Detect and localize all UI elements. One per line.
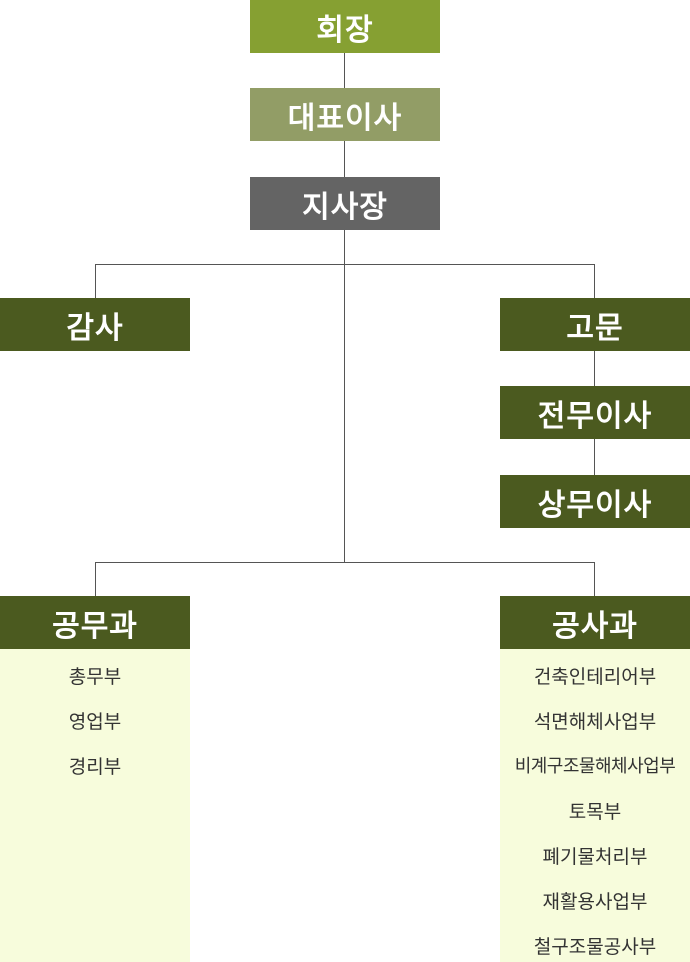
- advisor-box: 고문: [500, 298, 690, 351]
- dept-item: 토목부: [568, 801, 622, 823]
- public-affairs-box: 공무과: [0, 596, 190, 649]
- connector-upper-horizontal: [95, 264, 595, 265]
- connector-chairman-ceo: [344, 53, 345, 88]
- connector-ceo-branch: [344, 141, 345, 177]
- dept-item: 영업부: [68, 711, 122, 733]
- connector-lower-horizontal: [95, 562, 595, 563]
- connector-to-advisor: [594, 264, 595, 298]
- dept-item: 재활용사업부: [542, 891, 648, 913]
- managing-director-box: 전무이사: [500, 386, 690, 439]
- connector-to-public-affairs: [95, 562, 96, 596]
- dept-item: 건축인테리어부: [533, 666, 657, 688]
- construction-dept-panel: 건축인테리어부 석면해체사업부 비계구조물해체사업부 토목부 폐기물처리부 재활…: [500, 649, 690, 962]
- branch-head-box: 지사장: [250, 177, 440, 230]
- connector-advisor-managing: [594, 351, 595, 386]
- connector-branch-trunk: [344, 229, 345, 563]
- dept-item: 총무부: [68, 666, 122, 688]
- dept-item: 석면해체사업부: [533, 711, 657, 733]
- dept-item: 철구조물공사부: [533, 936, 657, 958]
- dept-item: 비계구조물해체사업부: [514, 756, 676, 777]
- auditor-box: 감사: [0, 298, 190, 351]
- public-affairs-dept-panel: 총무부 영업부 경리부: [0, 649, 190, 962]
- connector-managing-executive: [594, 439, 595, 475]
- connector-to-auditor: [95, 264, 96, 298]
- connector-to-construction: [594, 562, 595, 596]
- chairman-box: 회장: [250, 0, 440, 53]
- ceo-box: 대표이사: [250, 88, 440, 141]
- dept-item: 경리부: [68, 756, 122, 778]
- executive-director-box: 상무이사: [500, 475, 690, 528]
- dept-item: 폐기물처리부: [542, 846, 648, 868]
- construction-box: 공사과: [500, 596, 690, 649]
